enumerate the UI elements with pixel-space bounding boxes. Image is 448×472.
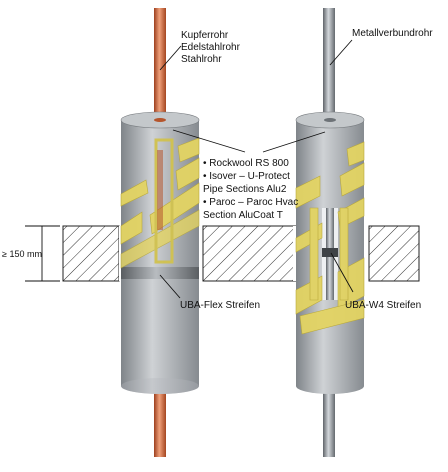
material-label-stainless: Edelstahlrohr [181,42,241,53]
insulation-product-2: • Isover – U-Protect [203,171,290,182]
left-pipe-material-label: Kupferrohr Edelstahlrohr Stahlrohr [181,30,241,65]
uba-w4-strip [322,248,338,257]
insulation-product-3: • Paroc – Paroc Hvac [203,197,298,208]
right-pipe-assembly [295,8,365,457]
copper-pipe-bottom [154,386,166,457]
metal-pipe-bottom [323,386,335,457]
wall-segment-left [62,225,120,282]
material-label-copper: Kupferrohr [181,30,229,41]
uba-flex-label: UBA-Flex Streifen [180,300,260,311]
metal-pipe-top [323,8,335,120]
wall-segment-middle [202,225,297,282]
wall-thickness-label: ≥ 150 mm [2,249,42,259]
left-pipe-assembly [120,8,200,457]
wall [62,225,420,282]
uba-flex-strip [121,267,199,279]
copper-pipe-top [154,8,166,120]
insulation-product-1: • Rockwool RS 800 [203,158,289,169]
leader-lines [25,39,354,299]
insulation-products-list: • Rockwool RS 800 • Isover – U-Protect P… [203,158,298,221]
right-yellow-wrap [295,141,365,335]
right-pipe-material-label: Metallverbundrohr [352,28,433,39]
uba-w4-label: UBA-W4 Streifen [345,300,421,311]
insulation-product-3b: Section AluCoat T [203,210,283,221]
left-insulation-lower [121,279,199,394]
material-label-steel: Stahlrohr [181,54,222,65]
insulation-product-2b: Pipe Sections Alu2 [203,184,287,195]
wall-segment-right [368,225,420,282]
